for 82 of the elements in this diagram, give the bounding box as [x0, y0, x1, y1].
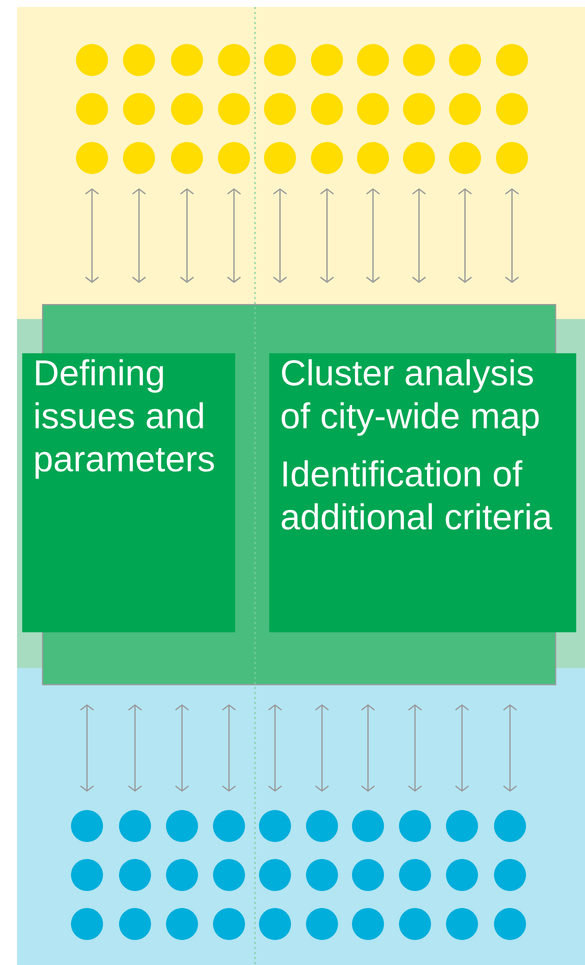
dot — [306, 908, 338, 940]
dot — [218, 93, 250, 125]
dot — [264, 142, 296, 174]
arrow — [455, 704, 469, 792]
dot — [352, 908, 384, 940]
dot — [494, 810, 526, 842]
dot — [449, 142, 481, 174]
dot — [399, 908, 431, 940]
dot — [171, 93, 203, 125]
dot — [71, 859, 103, 891]
dot — [494, 859, 526, 891]
arrow — [503, 704, 517, 792]
dot — [171, 142, 203, 174]
arrow — [175, 704, 189, 792]
dot — [449, 44, 481, 76]
arrow — [180, 188, 194, 283]
dot — [119, 810, 151, 842]
process-box: Cluster analysis of city-wide map Identification of additional criteria — [269, 353, 576, 632]
dot — [403, 44, 435, 76]
dot — [352, 810, 384, 842]
dot — [123, 142, 155, 174]
dot — [311, 93, 343, 125]
dot — [306, 859, 338, 891]
dot — [311, 44, 343, 76]
arrow — [128, 704, 142, 792]
dot — [166, 859, 198, 891]
arrow — [366, 188, 380, 283]
dot — [76, 44, 108, 76]
dot — [218, 142, 250, 174]
dot — [449, 93, 481, 125]
dot — [311, 142, 343, 174]
dot — [213, 908, 245, 940]
arrow — [458, 188, 472, 283]
arrow — [412, 188, 426, 283]
dot — [166, 908, 198, 940]
arrow — [315, 704, 329, 792]
dot — [352, 859, 384, 891]
dot — [399, 810, 431, 842]
arrow — [361, 704, 375, 792]
dot — [264, 44, 296, 76]
arrow — [273, 188, 287, 283]
dot — [496, 44, 528, 76]
arrow — [505, 188, 519, 283]
dot — [259, 908, 291, 940]
arrow — [222, 704, 236, 792]
dot — [218, 44, 250, 76]
process-box: Defining issues and parameters — [22, 353, 236, 632]
dot — [494, 908, 526, 940]
dot — [119, 859, 151, 891]
arrow — [85, 188, 99, 283]
dot — [123, 93, 155, 125]
dot — [123, 44, 155, 76]
dot — [446, 859, 478, 891]
arrow — [227, 188, 241, 283]
dot — [171, 44, 203, 76]
dot — [446, 908, 478, 940]
dot — [399, 859, 431, 891]
dot — [166, 810, 198, 842]
dot — [357, 93, 389, 125]
dot — [71, 810, 103, 842]
arrow — [408, 704, 422, 792]
dot — [259, 859, 291, 891]
dot — [403, 142, 435, 174]
dot — [71, 908, 103, 940]
dot — [496, 93, 528, 125]
dot — [213, 859, 245, 891]
dot — [76, 93, 108, 125]
dot — [264, 93, 296, 125]
arrow — [268, 704, 282, 792]
dot — [357, 142, 389, 174]
arrow — [320, 188, 334, 283]
arrow — [80, 704, 94, 792]
dot — [403, 93, 435, 125]
dot — [496, 142, 528, 174]
dot — [213, 810, 245, 842]
dot — [119, 908, 151, 940]
dot — [259, 810, 291, 842]
dot — [357, 44, 389, 76]
arrow — [132, 188, 146, 283]
dot — [76, 142, 108, 174]
dot — [446, 810, 478, 842]
dot — [306, 810, 338, 842]
